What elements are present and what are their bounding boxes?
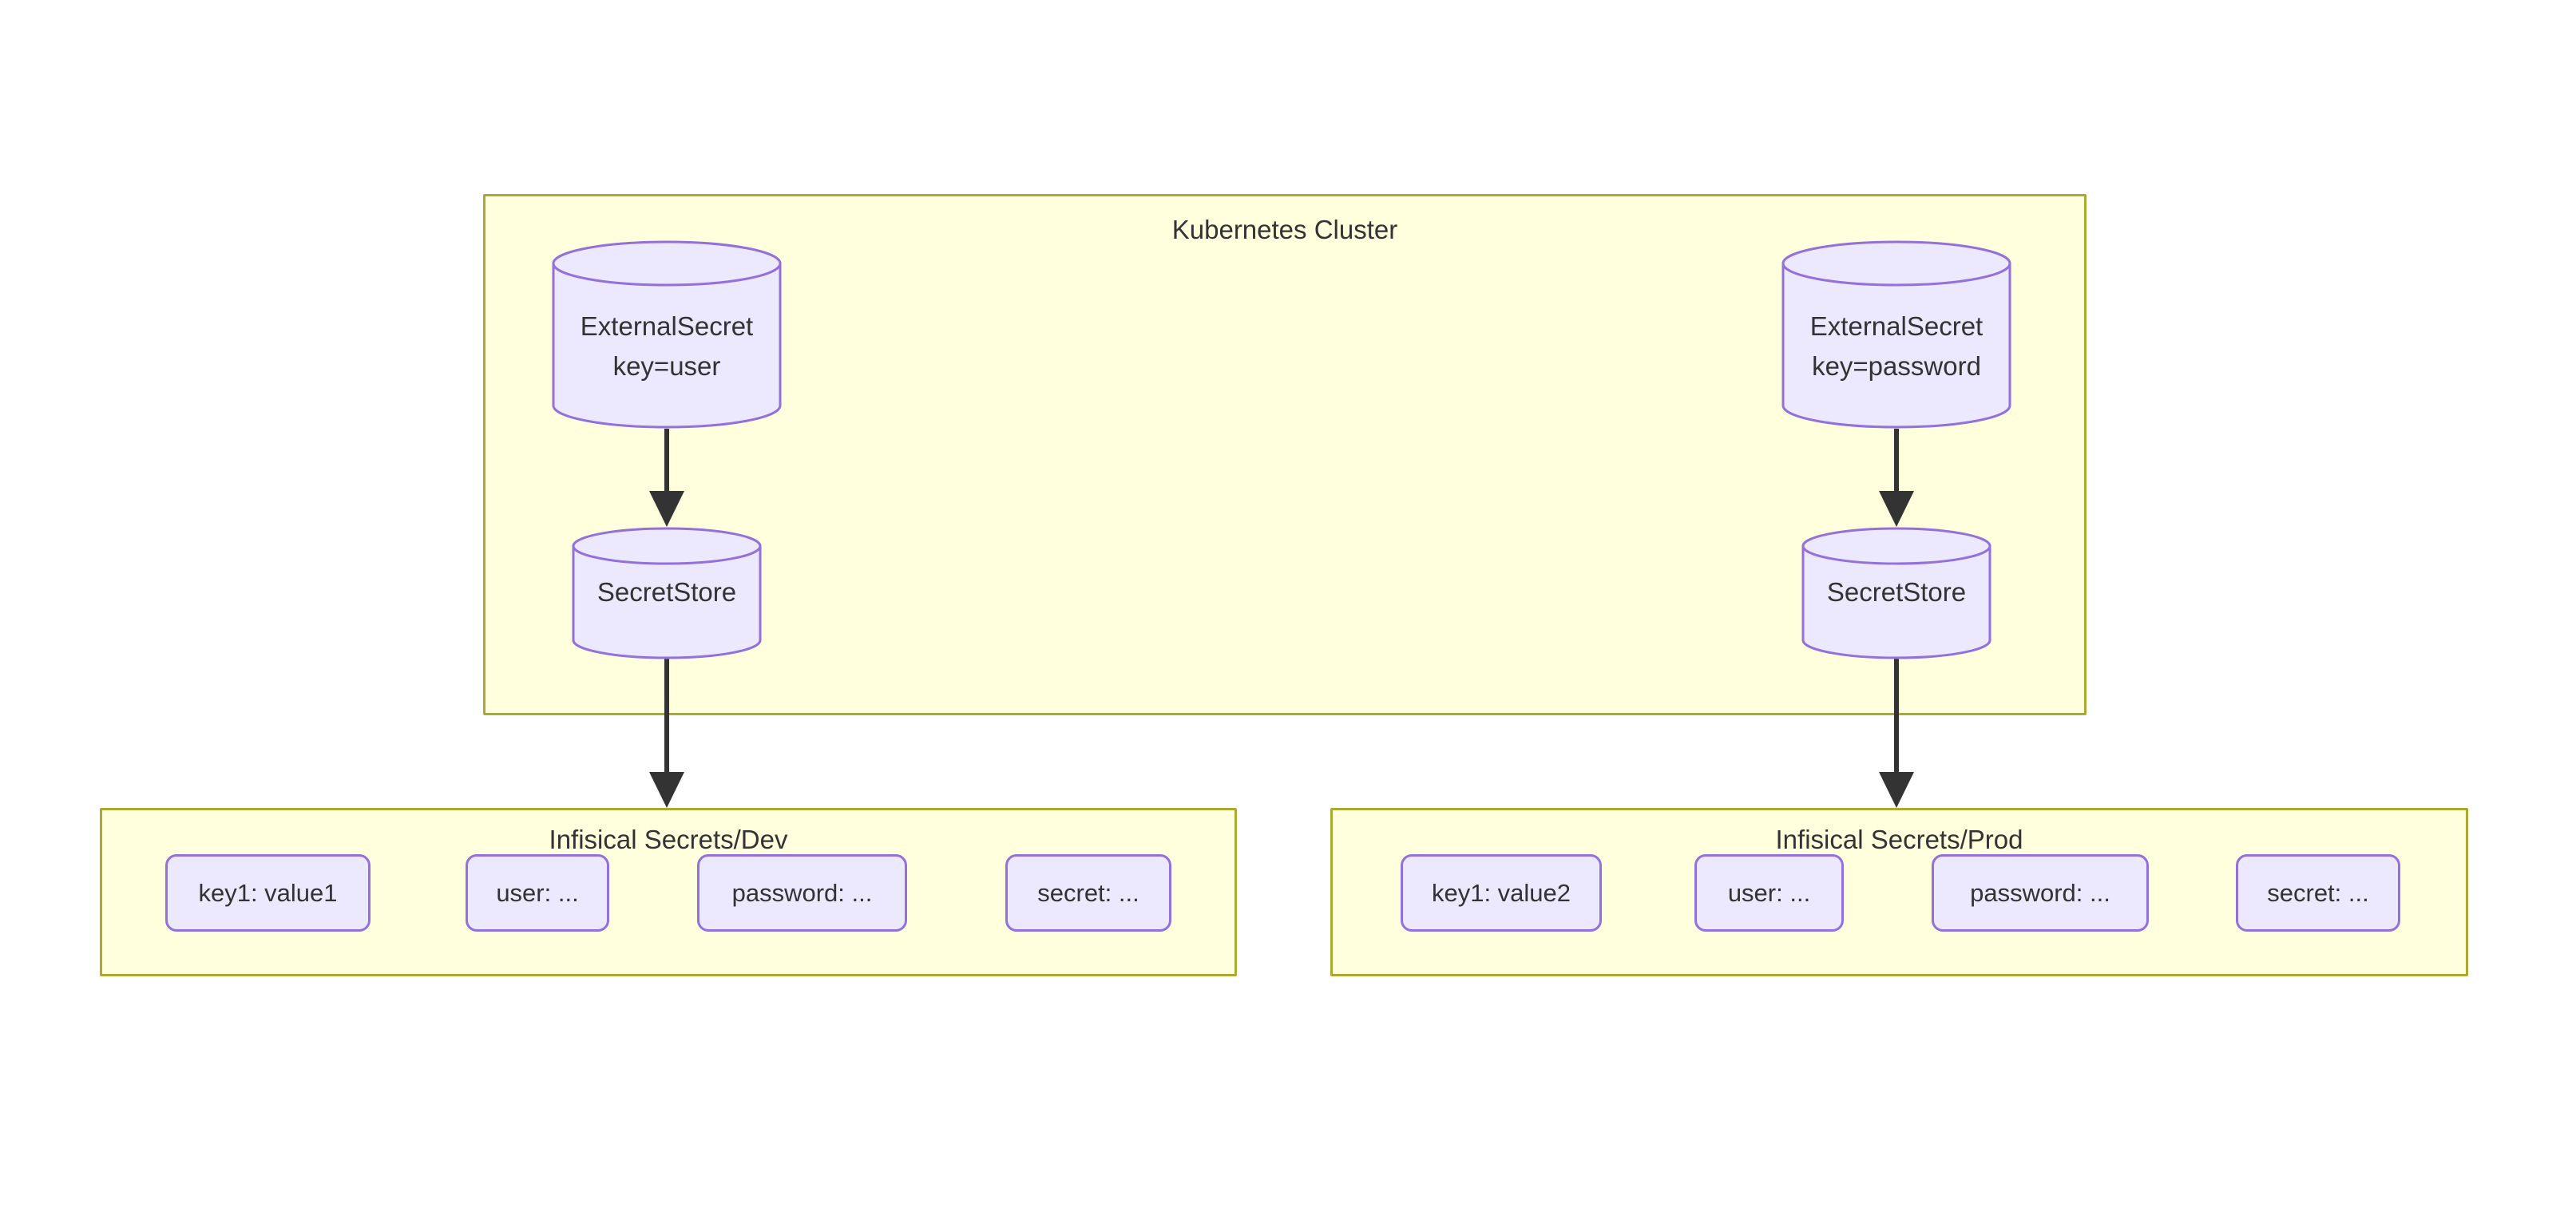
cluster-kubernetes-title: Kubernetes Cluster [1171, 215, 1398, 244]
cylinder-shape [572, 527, 762, 659]
dev-secret-chip-key1[interactable]: key1: value1 [165, 854, 371, 932]
edge-secret-store-dev-to-infisical-dev [649, 656, 684, 808]
prod-secret-chip-password[interactable]: password: ... [1932, 854, 2149, 932]
edge-secret-store-prod-to-infisical-prod [1879, 656, 1914, 808]
node-external-secret-user-line1: ExternalSecret [580, 311, 754, 341]
edge-external-secret-password-to-secret-store-prod [1879, 429, 1914, 527]
node-secret-store-prod-label: SecretStore [1826, 577, 1967, 607]
prod-secret-chip-key1[interactable]: key1: value2 [1401, 854, 1602, 932]
dev-secret-chip-password[interactable]: password: ... [697, 854, 907, 932]
node-external-secret-user-line2: key=user [612, 351, 721, 381]
cylinder-shape [552, 240, 782, 429]
node-secret-store-dev-label: SecretStore [596, 577, 737, 607]
node-external-secret-password[interactable]: ExternalSecret key=password [1781, 239, 2012, 429]
node-external-secret-user[interactable]: ExternalSecret key=user [551, 239, 783, 429]
cluster-infisical-dev-title: Infisical Secrets/Dev [549, 825, 788, 854]
dev-secret-chip-user[interactable]: user: ... [466, 854, 609, 932]
node-external-secret-password-line1: ExternalSecret [1809, 311, 1984, 341]
prod-secret-chip-secret[interactable]: secret: ... [2236, 854, 2400, 932]
edge-external-secret-user-to-secret-store-dev [649, 429, 684, 527]
dev-secret-chip-secret[interactable]: secret: ... [1005, 854, 1171, 932]
prod-secret-chip-user[interactable]: user: ... [1694, 854, 1844, 932]
cluster-infisical-prod-title: Infisical Secrets/Prod [1775, 825, 2023, 854]
cylinder-shape [1781, 240, 2011, 429]
node-secret-store-prod[interactable]: SecretStore [1801, 527, 1992, 659]
node-external-secret-password-line2: key=password [1812, 351, 1981, 381]
node-secret-store-dev[interactable]: SecretStore [571, 527, 763, 659]
cylinder-shape [1801, 527, 1991, 659]
